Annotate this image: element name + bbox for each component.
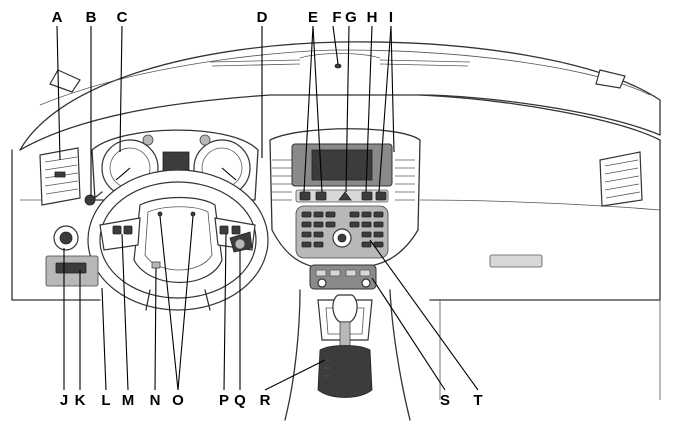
cruise-control-button — [219, 225, 229, 235]
center-vent-right — [395, 159, 415, 201]
callout-j: J — [60, 392, 68, 409]
callout-k: K — [75, 392, 86, 409]
right-air-vent — [599, 151, 643, 207]
steering-wheel-hub — [133, 196, 223, 284]
callout-p: P — [219, 392, 229, 409]
horn-marker — [157, 211, 163, 217]
steering-wheel — [87, 169, 269, 311]
callout-c: C — [117, 9, 128, 26]
strip-button — [315, 191, 327, 201]
horn-marker — [190, 211, 196, 217]
callout-h: H — [367, 9, 378, 26]
strip-button — [361, 191, 373, 201]
dashboard-top — [19, 41, 661, 151]
sensor — [334, 63, 342, 69]
turn-signal-lever — [84, 194, 96, 206]
shift-lever-knob — [332, 294, 358, 323]
left-speaker — [49, 69, 81, 93]
callout-t: T — [473, 392, 482, 409]
callout-i: I — [389, 9, 393, 26]
callout-q: Q — [234, 392, 246, 409]
callout-g: G — [345, 9, 357, 26]
leader-lines — [56, 25, 479, 391]
audio-control-button — [123, 225, 133, 235]
callout-a: A — [52, 9, 63, 26]
callout-e: E — [308, 9, 318, 26]
callout-n: N — [150, 392, 161, 409]
glovebox-handle — [489, 254, 543, 268]
center-vent-left — [272, 159, 292, 201]
center-console — [284, 289, 411, 421]
shift-boot — [317, 345, 373, 398]
right-speaker — [595, 69, 626, 89]
hood-release-marker — [151, 261, 161, 269]
callout-labels: A B C D E F G H I J K L M N O P Q R S T — [52, 9, 483, 409]
callout-o: O — [172, 392, 184, 409]
center-stack — [269, 128, 421, 290]
cruise-control-button — [231, 225, 241, 235]
callout-d: D — [257, 9, 268, 26]
strip-button — [299, 191, 311, 201]
callout-r: R — [260, 392, 271, 409]
hazard-warning-button — [338, 191, 352, 201]
callout-l: L — [101, 392, 110, 409]
defrost-vent — [209, 53, 471, 67]
left-air-vent — [39, 147, 81, 206]
strip-button — [375, 191, 387, 201]
callout-f: F — [332, 9, 341, 26]
callout-m: M — [122, 392, 135, 409]
display-screen — [311, 149, 373, 181]
callout-s: S — [440, 392, 450, 409]
audio-control-button — [112, 225, 122, 235]
callout-b: B — [86, 9, 97, 26]
